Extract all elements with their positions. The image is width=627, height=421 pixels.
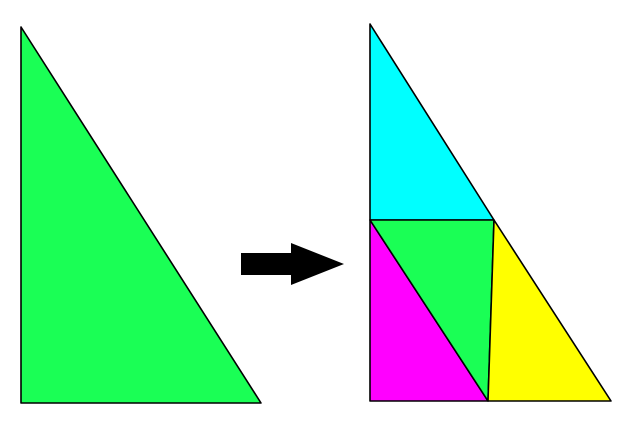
arrow-shape <box>241 243 344 285</box>
arrow-icon <box>241 243 344 285</box>
original-triangle <box>20 26 262 404</box>
dissected-triangle <box>369 23 612 402</box>
original-triangle-shape <box>20 26 262 404</box>
piece-top-cyan <box>369 23 495 221</box>
piece-bottom-right-yellow <box>487 219 612 402</box>
